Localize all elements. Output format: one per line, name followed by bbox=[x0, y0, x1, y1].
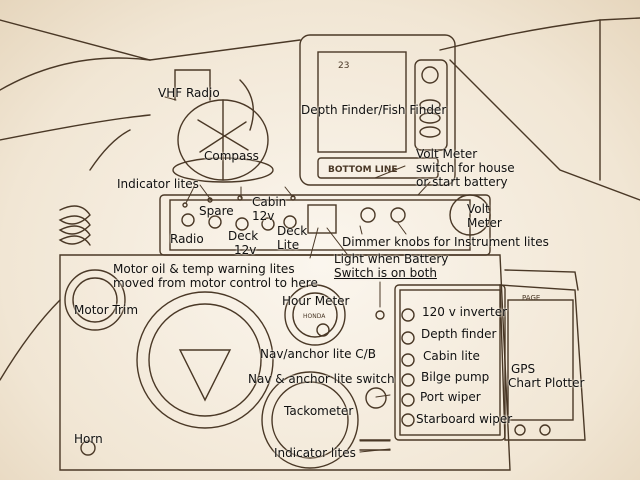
label-spare: Spare bbox=[199, 204, 234, 218]
label-vhf-radio: VHF Radio bbox=[158, 86, 220, 100]
label-volt-meter-switch-line1: Volt Meter bbox=[416, 147, 478, 161]
label-radio: Radio bbox=[170, 232, 204, 246]
label-deck-12v: Deck 12v bbox=[228, 229, 258, 257]
label-starboard-wiper: Starboard wiper bbox=[416, 412, 513, 426]
label-deck-lite-line1: Deck bbox=[277, 224, 308, 238]
label-depth-finder-switch: Depth finder bbox=[421, 327, 497, 341]
label-cabin-12v-line1: Cabin bbox=[252, 195, 287, 209]
label-cabin-12v: Cabin 12v bbox=[252, 195, 286, 223]
label-gps-line1: GPS bbox=[511, 362, 536, 376]
switch-box bbox=[394, 284, 506, 441]
label-port-wiper: Port wiper bbox=[420, 390, 481, 404]
label-indicator-lites-bottom: Indicator lites bbox=[274, 446, 356, 460]
hour-meter-gauge bbox=[284, 284, 346, 346]
label-inverter: 120 v inverter bbox=[422, 305, 508, 319]
label-bilge-pump: Bilge pump bbox=[421, 370, 490, 384]
label-light-battery: Light when Battery Switch is on both bbox=[334, 252, 448, 280]
gauge-brand: HONDA bbox=[303, 313, 326, 320]
label-volt-meter-switch: Volt Meter switch for house or start bat… bbox=[416, 147, 515, 189]
label-light-battery-line1: Light when Battery bbox=[334, 252, 449, 266]
windshield-frame bbox=[0, 19, 301, 61]
label-motor-trim: Motor Trim bbox=[74, 303, 139, 317]
coiled-cord bbox=[58, 205, 91, 246]
label-volt-meter-switch-line2: switch for house bbox=[416, 161, 515, 175]
label-nav-anchor-cb: Nav/anchor lite C/B bbox=[260, 347, 376, 361]
vhf-radio-mount bbox=[174, 69, 211, 101]
label-depth-finder: Depth Finder/Fish Finder bbox=[301, 103, 447, 117]
volt-meter-gauge bbox=[449, 194, 491, 236]
plotter-brand: PAGE bbox=[522, 294, 540, 302]
label-compass: Compass bbox=[204, 149, 259, 163]
fuel-gauge bbox=[136, 291, 274, 429]
label-light-battery-line2: Switch is on both bbox=[334, 266, 437, 280]
label-volt-meter-line1: Volt bbox=[467, 202, 490, 216]
label-cabin-lite: Cabin lite bbox=[423, 349, 480, 363]
label-volt-meter-switch-line3: or start battery bbox=[416, 175, 508, 189]
label-deck-12v-line1: Deck bbox=[228, 229, 259, 243]
label-gps: GPS Chart Plotter bbox=[508, 362, 584, 390]
label-volt-meter-line2: Meter bbox=[467, 216, 502, 230]
label-horn: Horn bbox=[74, 432, 103, 446]
label-hour-meter: Hour Meter bbox=[282, 294, 350, 308]
label-cabin-12v-line2: 12v bbox=[252, 209, 275, 223]
label-volt-meter: Volt Meter bbox=[467, 202, 502, 230]
lower-dash-panel bbox=[59, 254, 511, 471]
label-tackometer: Tackometer bbox=[284, 404, 354, 418]
label-deck-lite-line2: Lite bbox=[277, 238, 300, 252]
label-motor-oil: Motor oil & temp warning lites moved fro… bbox=[113, 262, 318, 290]
label-deck-lite: Deck Lite bbox=[277, 224, 307, 252]
label-indicator-lites-top: Indicator lites bbox=[117, 177, 199, 191]
label-dimmer-knobs: Dimmer knobs for Instrument lites bbox=[342, 235, 549, 249]
label-nav-anchor-switch: Nav & anchor lite switch bbox=[248, 372, 395, 386]
gps-plotter bbox=[499, 284, 586, 441]
motor-trim-gauge bbox=[64, 269, 126, 331]
label-deck-12v-line2: 12v bbox=[234, 243, 257, 257]
label-gps-line2: Chart Plotter bbox=[508, 376, 585, 390]
depth-finder-unit bbox=[299, 34, 456, 186]
depth-brand: BOTTOM LINE bbox=[328, 165, 398, 175]
depth-reading: 23 bbox=[338, 61, 349, 71]
label-motor-oil-line2: moved from motor control to here bbox=[113, 276, 318, 290]
label-motor-oil-line1: Motor oil & temp warning lites bbox=[113, 262, 295, 276]
tackometer-gauge bbox=[261, 371, 359, 469]
